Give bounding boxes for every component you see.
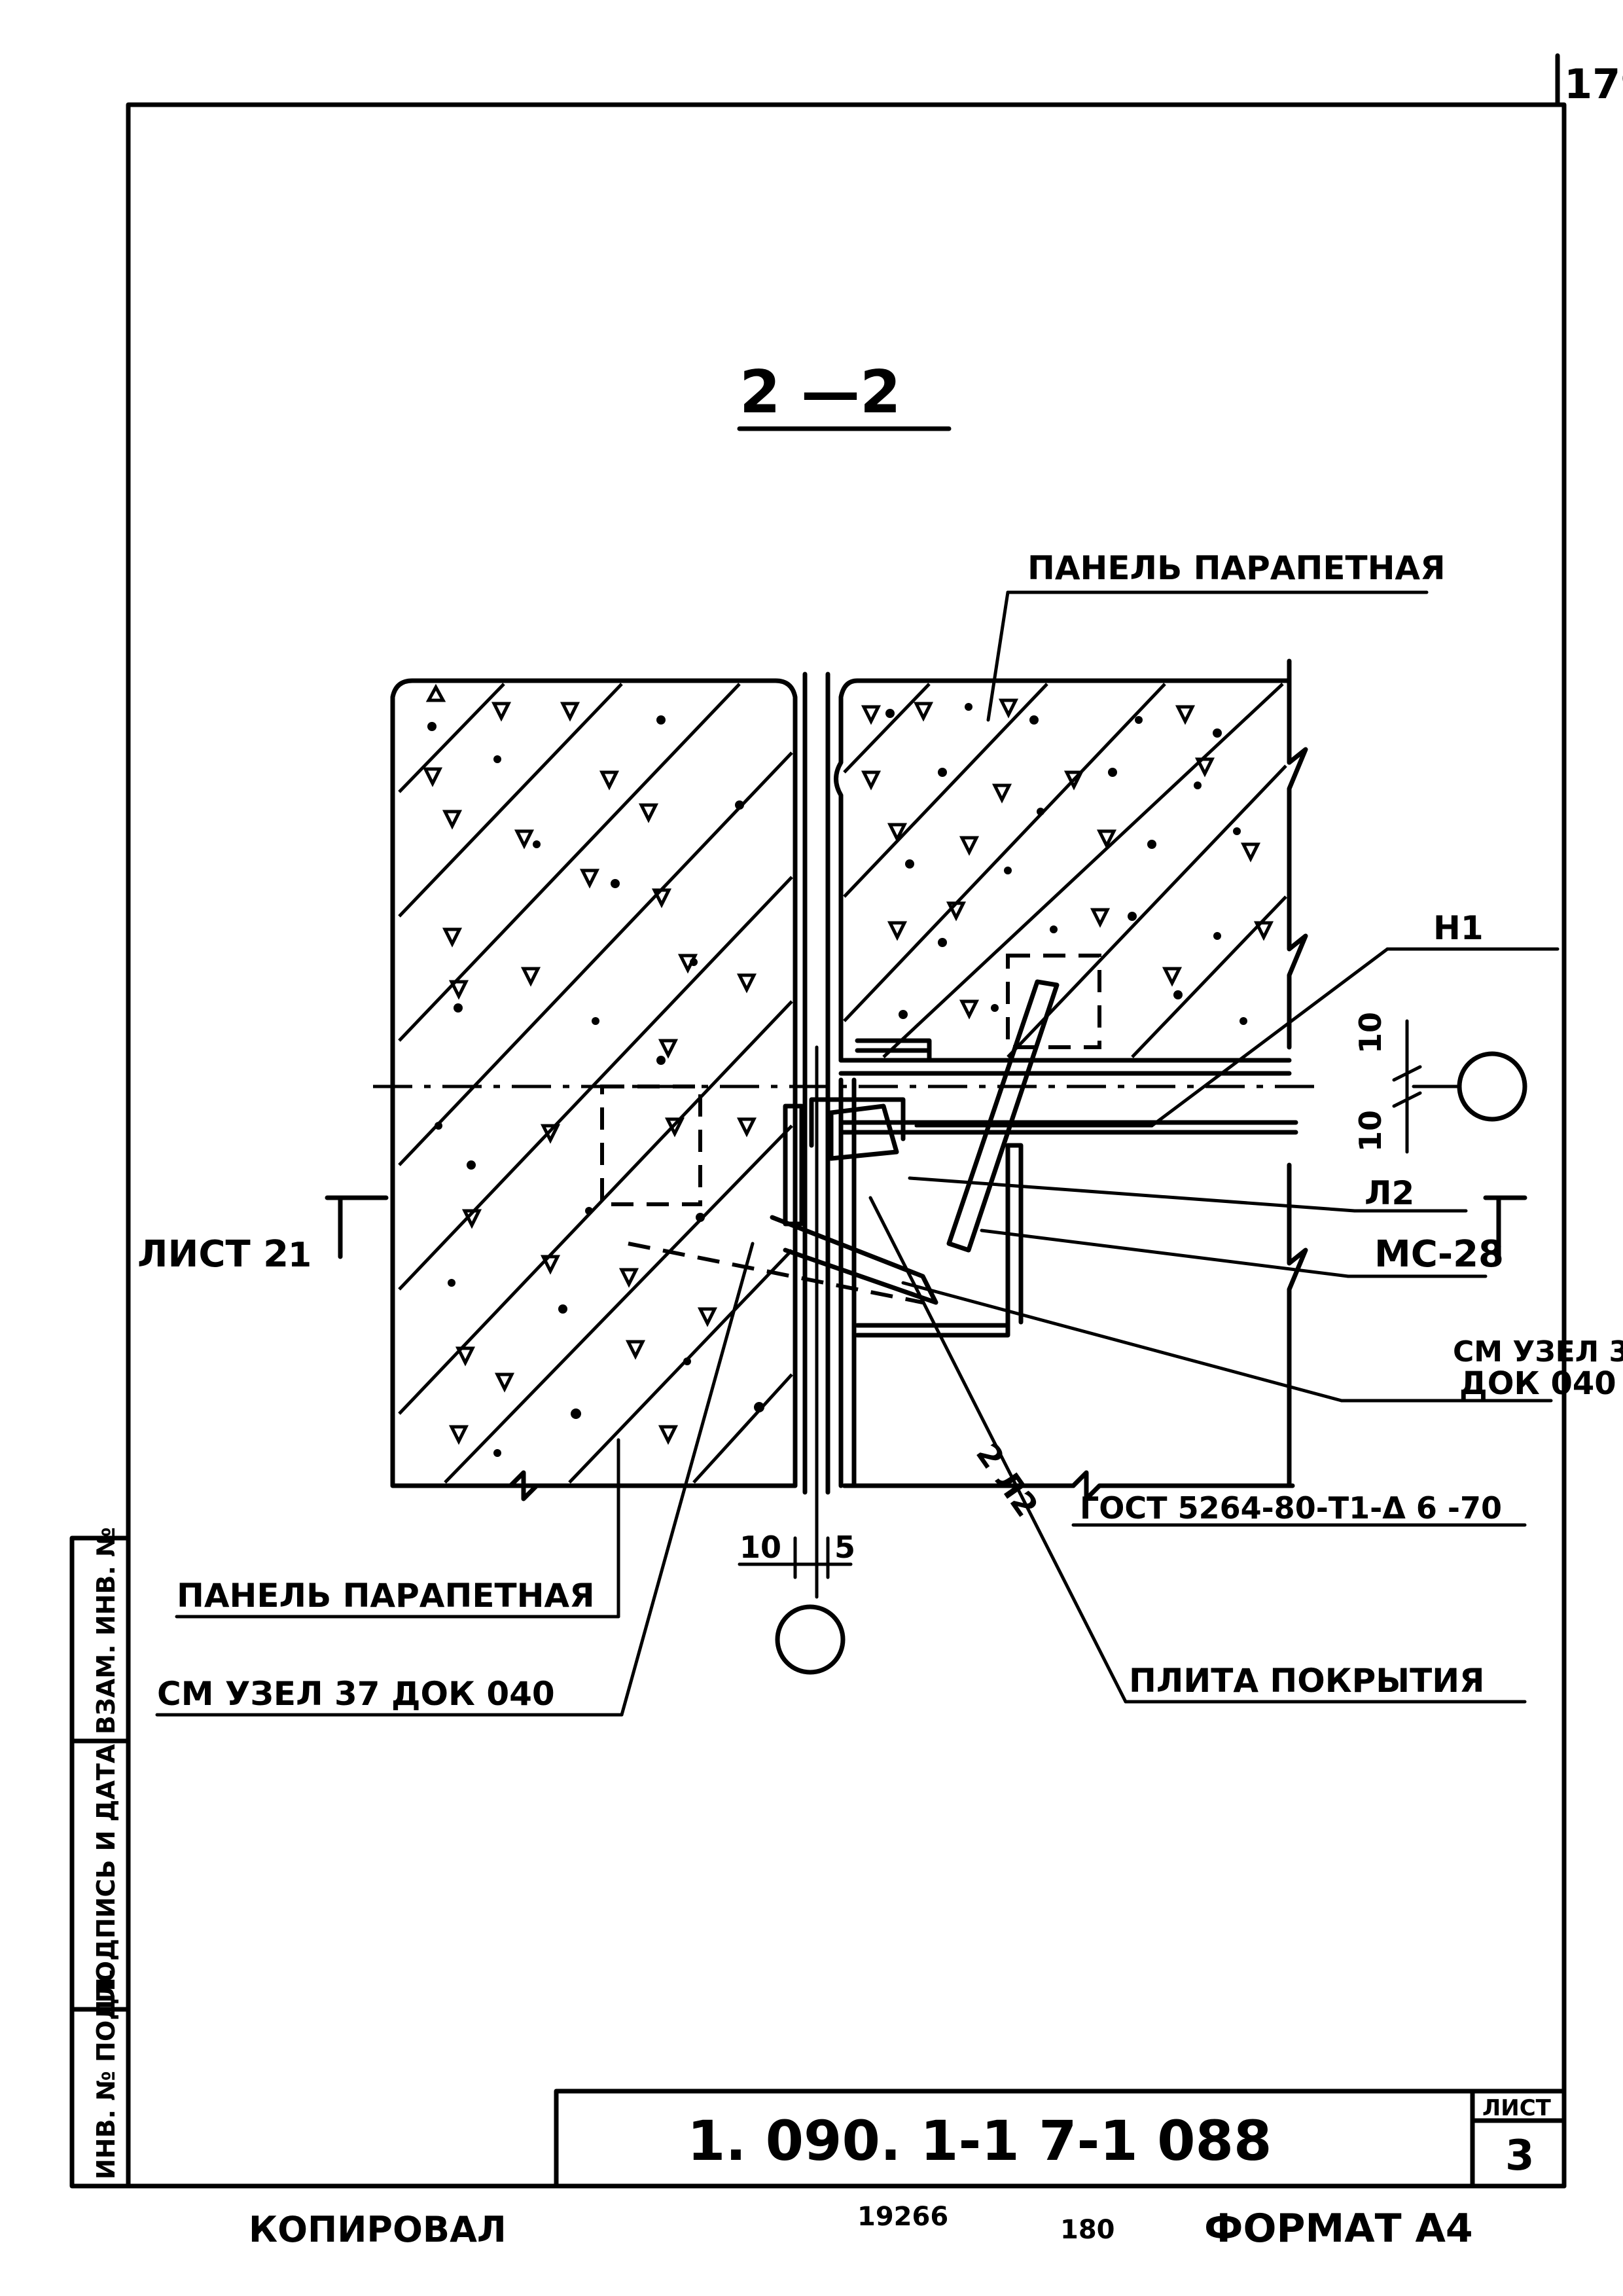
label-see-node-right-2: ДОК 040 [1459,1365,1616,1402]
label-two-l2: 2 Л2 [969,1437,1045,1524]
label-slab: ПЛИТА ПОКРЫТИЯ [1129,1662,1485,1700]
copied-label: КОПИРОВАЛ [249,2209,507,2250]
dim-5-h: 5 [834,1530,855,1565]
label-cut-mark: 1 [288,1236,312,1275]
anchor-bars [373,954,1315,1305]
sheet-label: ЛИСТ [1482,2095,1552,2121]
label-see-node-left: СМ УЗЕЛ 37 ДОК 040 [157,1675,555,1713]
leader-lines [155,590,1560,1717]
right-parapet-panel [834,658,1308,1063]
dim-10-h: 10 [740,1530,781,1565]
doc-code: 1. 090. 1-1 7-1 088 [687,2109,1272,2173]
dimension-ticks [738,1019,1422,1579]
label-panel-bottom: ПАНЕЛЬ ПАРАПЕТНАЯ [177,1577,595,1615]
sheet-number: 3 [1505,2132,1535,2180]
title-block [554,2089,1567,2189]
label-mc28: МС-28 [1374,1233,1504,1276]
roof-slab [783,1038,1308,1501]
stamp-column [69,1535,131,2189]
label-n1: Н1 [1433,909,1484,947]
label-panel-top: ПАНЕЛЬ ПАРАПЕТНАЯ [1027,549,1446,587]
panel-joint [802,672,830,1599]
label-gost: ГОСТ 5264-80-Т1-Δ 6 -70 [1080,1490,1502,1526]
page-number: 179 [1564,60,1623,108]
left-parapet-panel [390,678,798,1501]
footer-num1: 19266 [857,2202,948,2232]
axis-circle-bottom [775,1604,846,1675]
stamp-field-sign: ПОДПИСЬ И ДАТА [92,1744,120,2003]
stamp-field-replace: ВЗАМ. ИНВ. № [92,1527,120,1734]
stamp-field-inv: ИНВ. № ПОДЛ. [92,1968,120,2179]
axis-circle-right [1457,1051,1527,1122]
dim-10-v2: 10 [1353,1110,1388,1152]
format-label: ФОРМАТ А4 [1204,2206,1473,2251]
label-l2: Л2 [1364,1174,1414,1212]
section-title: 2 —2 [740,358,901,427]
section-cut-markers [325,1195,1527,1259]
label-sheet-ref: ЛИСТ 2 [137,1233,289,1276]
label-see-node-right-1: СМ УЗЕЛ 37 [1453,1335,1623,1369]
dim-10-v1: 10 [1353,1012,1388,1054]
footer-num2: 180 [1060,2215,1115,2245]
